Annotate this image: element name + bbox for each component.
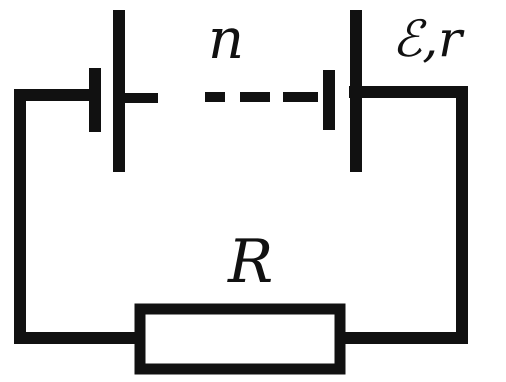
label-R: R: [227, 227, 273, 297]
circuit-wires: [14, 86, 468, 344]
label-emf-r: ℰ,r: [392, 10, 465, 68]
battery-cell-right: [323, 10, 362, 172]
label-n: n: [208, 7, 244, 72]
wire-left-top: [14, 89, 146, 344]
resistor-symbol: [134, 303, 346, 375]
battery-cell-left: [89, 10, 158, 172]
wire-right-top: [334, 86, 468, 344]
